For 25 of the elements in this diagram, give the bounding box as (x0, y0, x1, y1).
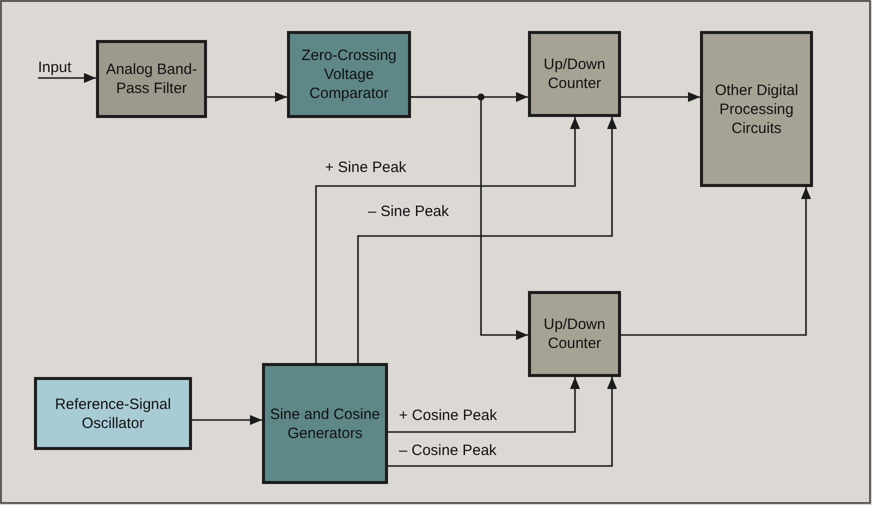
arrow (357, 117, 617, 363)
arrow (411, 96, 528, 340)
block-label: Analog Band-Pass Filter (105, 60, 198, 98)
block-label: Zero-Crossing Voltage Comparator (300, 46, 398, 103)
block-label: Other Digital Processing Circuits (714, 80, 800, 138)
block-label: Up/Down Counter (542, 315, 606, 353)
arrow (621, 92, 700, 102)
arrow (388, 377, 580, 433)
arrow (192, 415, 262, 425)
block-box (700, 31, 813, 187)
block-box (528, 31, 621, 117)
input-label: Input (38, 58, 88, 76)
block-box (34, 377, 192, 450)
block-label: Up/Down Counter (542, 55, 606, 93)
block-label: Reference-Signal Oscillator (54, 394, 172, 432)
arrow (621, 187, 811, 336)
arrow (207, 92, 287, 102)
block-box (262, 363, 388, 484)
arrow (315, 117, 580, 363)
block-box (287, 31, 411, 118)
block-box (96, 40, 207, 118)
block-box (528, 291, 621, 377)
arrow (388, 377, 617, 467)
block-label: Sine and Cosine Generators (269, 404, 381, 442)
arrow (38, 73, 96, 83)
